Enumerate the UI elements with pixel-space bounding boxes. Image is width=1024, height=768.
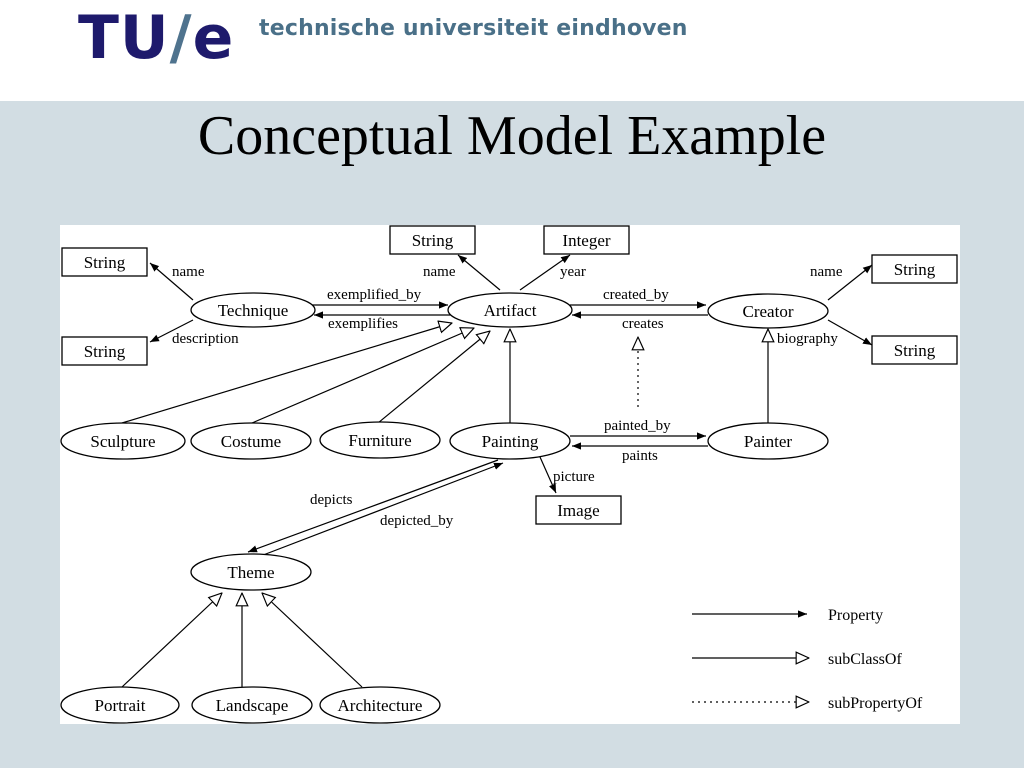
tue-logo: TU/e — [78, 8, 234, 68]
literal-creator-biography-type: String — [871, 335, 958, 365]
svg-text:Image: Image — [557, 501, 599, 520]
edge-artifact-name — [457, 254, 501, 291]
svg-text:String: String — [894, 341, 936, 360]
svg-text:Painting: Painting — [482, 432, 539, 451]
svg-text:Architecture: Architecture — [338, 696, 423, 715]
edge-picture — [539, 456, 557, 494]
class-landscape: Landscape — [191, 686, 313, 724]
class-painting: Painting — [449, 422, 571, 460]
literal-artifact-name-type: String — [389, 225, 476, 255]
svg-text:Portrait: Portrait — [95, 696, 146, 715]
label-depicted-by: depicted_by — [380, 513, 454, 529]
label-depicts: depicts — [310, 492, 353, 508]
svg-text:Artifact: Artifact — [484, 301, 537, 320]
logo-slash: / — [169, 3, 193, 73]
svg-text:Painter: Painter — [744, 432, 792, 451]
class-furniture: Furniture — [319, 421, 441, 459]
literal-technique-name-type: String — [61, 247, 148, 277]
label-creator-name: name — [810, 264, 843, 280]
svg-text:subPropertyOf: subPropertyOf — [828, 695, 923, 712]
university-name: technische universiteit eindhoven — [259, 16, 688, 41]
edge-creator-name — [827, 264, 873, 301]
edge-costume-subclass — [251, 328, 474, 424]
edge-architecture-subclass — [262, 593, 363, 688]
class-artifact: Artifact — [447, 292, 573, 328]
class-sculpture: Sculpture — [60, 422, 186, 460]
class-theme: Theme — [190, 553, 312, 591]
class-architecture: Architecture — [319, 686, 441, 724]
label-creates: creates — [622, 316, 664, 332]
svg-text:Landscape: Landscape — [216, 696, 289, 715]
svg-text:Furniture: Furniture — [348, 431, 411, 450]
conceptual-model-diagram: String String String Integer String Stri… — [60, 225, 960, 724]
svg-text:Creator: Creator — [743, 302, 794, 321]
svg-text:Technique: Technique — [218, 301, 289, 320]
slide-title: Conceptual Model Example — [197, 105, 827, 167]
label-artifact-year: year — [560, 264, 586, 280]
label-artifact-name: name — [423, 264, 456, 280]
edge-technique-description — [149, 319, 194, 343]
class-portrait: Portrait — [60, 686, 180, 724]
svg-text:String: String — [412, 231, 454, 250]
literal-technique-description-type: String — [61, 336, 148, 366]
logo-e: e — [192, 3, 235, 73]
edge-portrait-subclass — [121, 593, 222, 688]
edge-artifact-year — [519, 254, 571, 291]
edge-depicted-by — [257, 462, 504, 558]
literal-creator-name-type: String — [871, 254, 958, 284]
label-creator-biography: biography — [777, 331, 838, 347]
legend-subclass-of: subClassOf — [692, 651, 902, 668]
class-technique: Technique — [190, 292, 316, 328]
label-technique-name: name — [172, 264, 205, 280]
svg-text:Theme: Theme — [227, 563, 274, 582]
svg-text:subClassOf: subClassOf — [828, 651, 902, 668]
logo-tu: TU — [78, 3, 170, 73]
label-exemplified-by: exemplified_by — [327, 287, 422, 303]
svg-text:Sculpture: Sculpture — [90, 432, 155, 451]
diagram-canvas: String String String Integer String Stri… — [60, 225, 958, 724]
label-exemplifies: exemplifies — [328, 316, 398, 332]
svg-text:String: String — [84, 342, 126, 361]
edge-creator-biography — [827, 319, 873, 346]
svg-text:Property: Property — [828, 607, 883, 624]
class-painter: Painter — [707, 422, 829, 460]
edge-furniture-subclass — [377, 331, 490, 424]
header-bar: TU/e technische universiteit eindhoven — [0, 0, 1024, 101]
literal-picture-type: Image — [535, 495, 622, 525]
edge-technique-name — [149, 262, 194, 301]
label-technique-description: description — [172, 331, 239, 347]
svg-text:Costume: Costume — [221, 432, 281, 451]
class-creator: Creator — [707, 293, 829, 329]
literal-artifact-year-type: Integer — [543, 225, 630, 255]
label-created-by: created_by — [603, 287, 669, 303]
svg-text:String: String — [84, 253, 126, 272]
legend-property: Property — [692, 607, 883, 624]
legend: Property subClassOf subPropertyOf — [692, 607, 923, 712]
label-picture: picture — [553, 469, 595, 485]
label-paints: paints — [622, 448, 658, 464]
label-painted-by: painted_by — [604, 418, 671, 434]
svg-text:String: String — [894, 260, 936, 279]
edge-sculpture-subclass — [121, 323, 452, 424]
svg-text:Integer: Integer — [562, 231, 610, 250]
legend-subproperty-of: subPropertyOf — [692, 695, 923, 712]
edge-depicts — [247, 459, 499, 553]
class-costume: Costume — [190, 422, 312, 460]
